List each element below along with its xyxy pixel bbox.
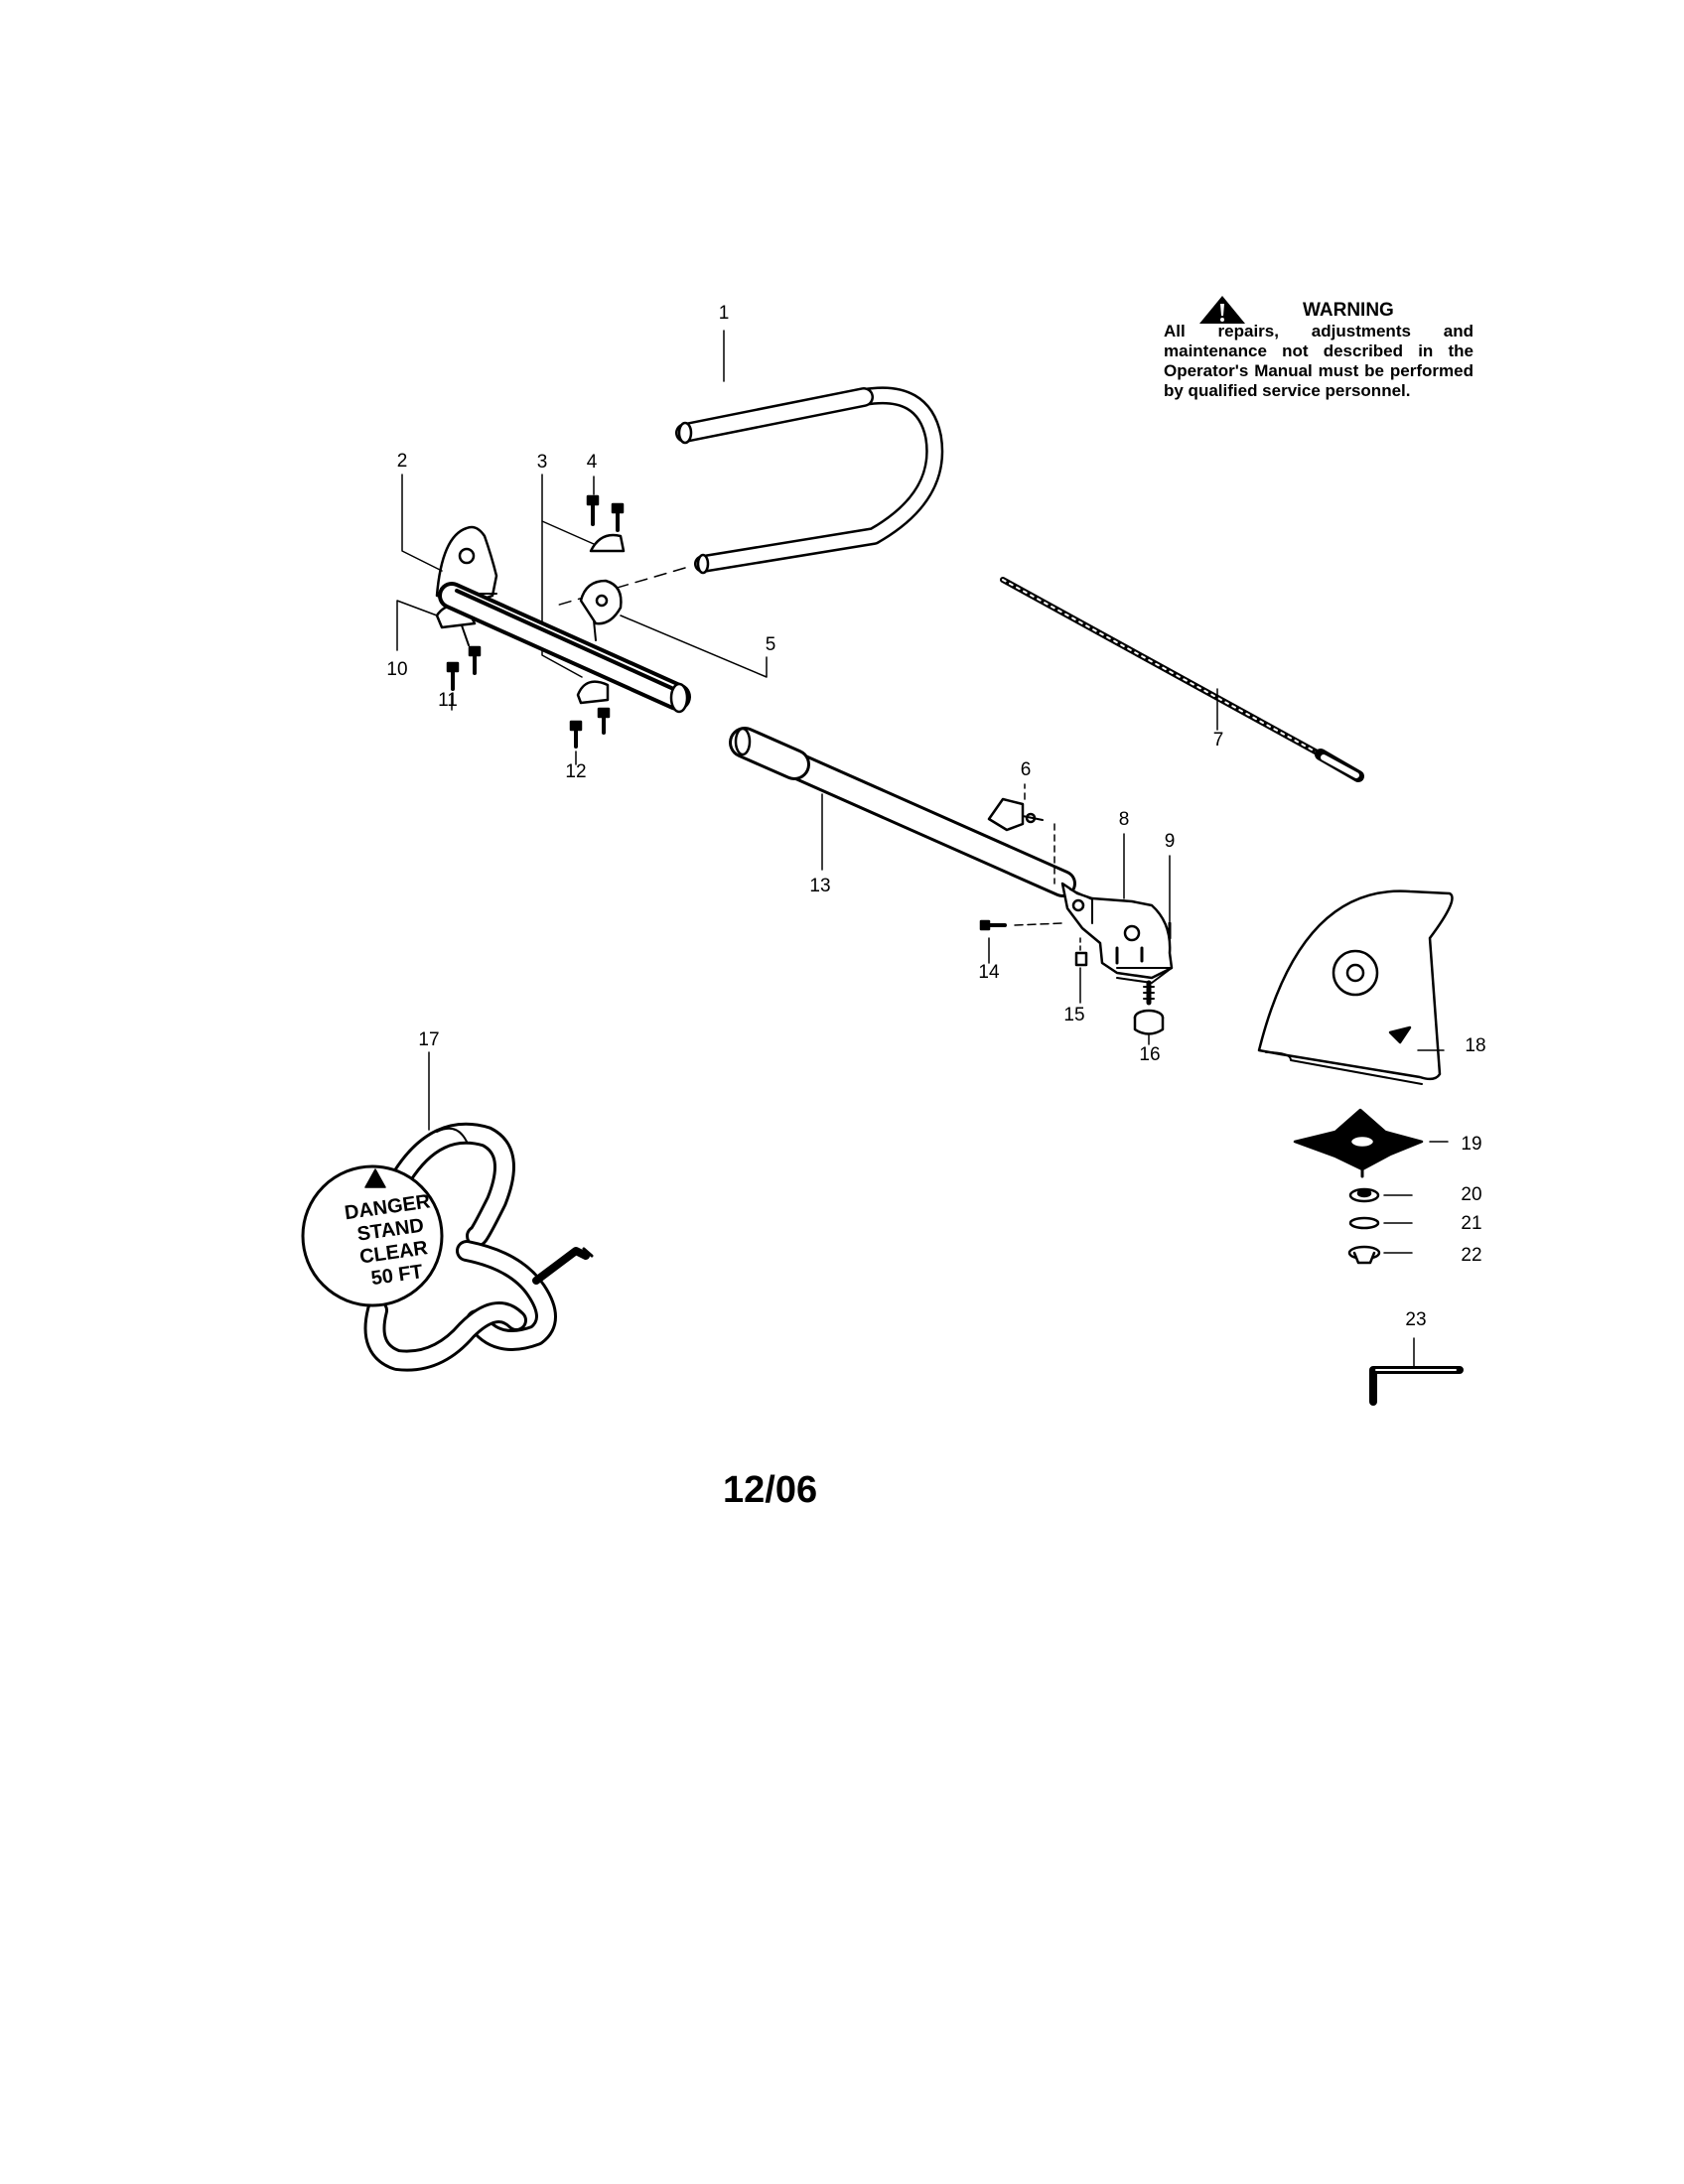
screws-part-9	[1115, 921, 1172, 965]
screws-part-4	[586, 494, 625, 532]
callout-14: 14	[978, 962, 1000, 983]
handle-tube	[438, 582, 691, 714]
loop-handle-part-1	[675, 386, 944, 575]
clamp-part-3-lower	[576, 680, 610, 705]
harness-part-17	[301, 1122, 594, 1372]
callout-5: 5	[765, 634, 776, 655]
callout-3: 3	[536, 452, 548, 473]
screws-part-12	[569, 707, 611, 749]
callout-21: 21	[1461, 1213, 1482, 1234]
callout-20: 20	[1461, 1184, 1482, 1205]
callout-18: 18	[1465, 1035, 1486, 1056]
gearhead-part-8	[1060, 882, 1174, 984]
callout-17: 17	[418, 1029, 440, 1050]
danger-decal: DANGER STAND CLEAR 50 FT	[332, 1189, 453, 1295]
callout-22: 22	[1461, 1245, 1482, 1266]
callout-16: 16	[1139, 1044, 1161, 1065]
warning-text: All repairs, adjustments and maintenance…	[1164, 322, 1474, 400]
callout-9: 9	[1164, 831, 1176, 852]
callout-7: 7	[1212, 730, 1224, 751]
warning-triangle-icon	[1199, 296, 1245, 324]
clamp-part-5	[579, 579, 623, 641]
callout-6: 6	[1020, 759, 1032, 780]
callout-2: 2	[396, 451, 408, 472]
callout-11: 11	[438, 690, 458, 711]
screws-part-11	[446, 645, 482, 691]
main-tube-part-13	[729, 727, 1076, 897]
callout-8: 8	[1118, 809, 1130, 830]
clamp-part-3	[589, 533, 626, 553]
nut-part-22	[1347, 1245, 1381, 1265]
screw-part-14	[979, 919, 1007, 931]
drive-shaft-part-7	[1000, 577, 1364, 782]
callout-13: 13	[809, 876, 831, 896]
callout-15: 15	[1063, 1005, 1085, 1025]
part-15	[1074, 951, 1088, 967]
arbor-nut-part-16	[1133, 980, 1165, 1035]
washer-part-21	[1348, 1216, 1380, 1230]
washer-part-20	[1348, 1187, 1380, 1203]
callout-19: 19	[1461, 1134, 1482, 1155]
callout-10: 10	[386, 659, 408, 680]
blade-guard-part-18	[1257, 889, 1454, 1085]
warning-notice: WARNING All repairs, adjustments and mai…	[1164, 296, 1474, 401]
callout-1: 1	[718, 303, 730, 324]
hanger-bracket-part-6	[987, 797, 1044, 832]
hex-key-part-23	[1369, 1366, 1464, 1406]
callout-12: 12	[565, 761, 587, 782]
date-code: 12/06	[723, 1469, 818, 1511]
warning-title: WARNING	[1303, 300, 1394, 321]
callout-4: 4	[586, 452, 598, 473]
blade-adapter-part-19	[1293, 1108, 1424, 1178]
callout-23: 23	[1405, 1309, 1427, 1330]
